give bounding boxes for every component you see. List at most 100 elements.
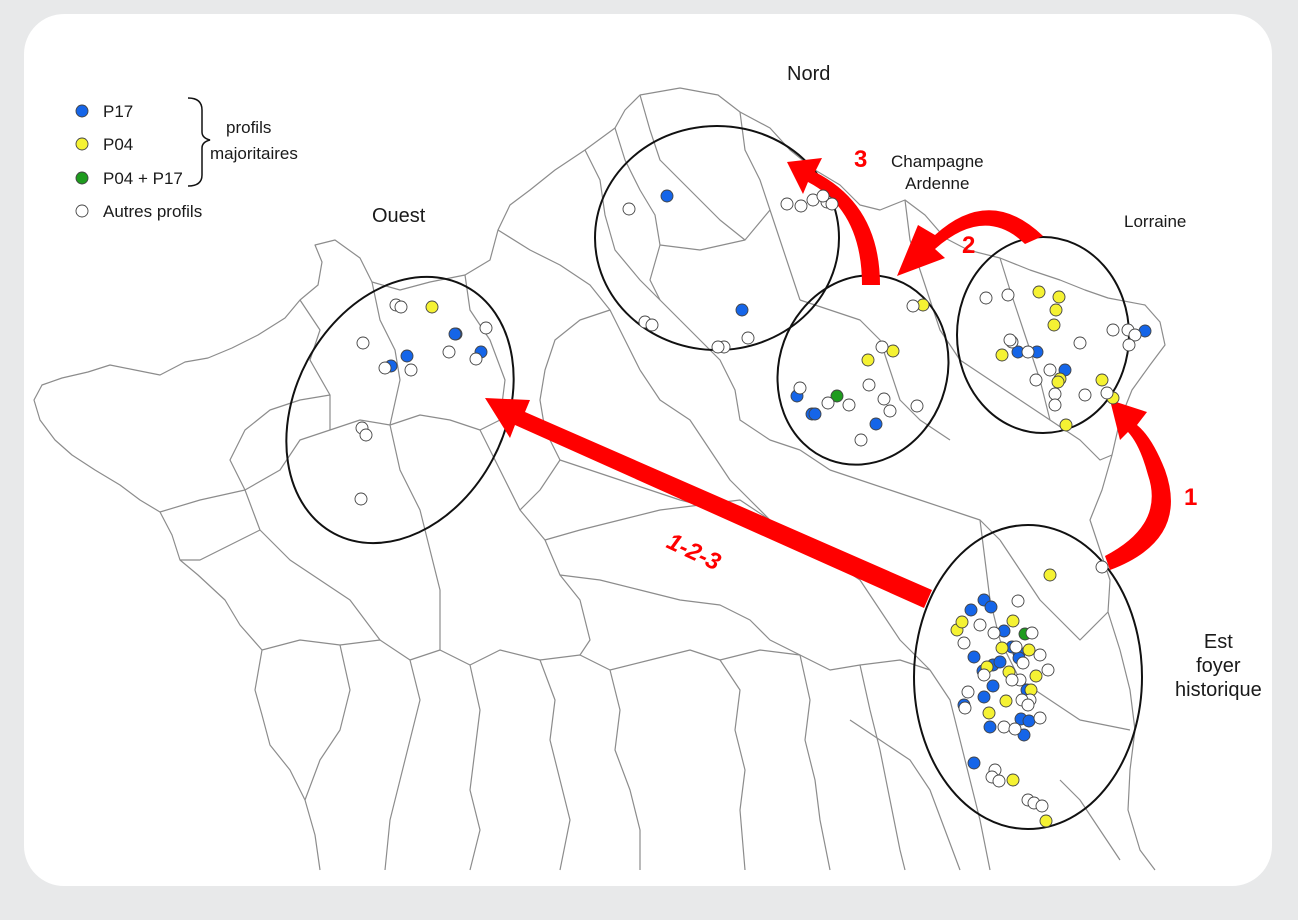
point-est-p17 bbox=[983, 720, 997, 734]
arrow-label-1: 1 bbox=[1184, 484, 1198, 511]
point-champagne-ardenne-p04-p17 bbox=[830, 389, 844, 403]
legend-marker-p17 bbox=[75, 104, 89, 118]
point-lorraine-autres bbox=[1048, 398, 1062, 412]
point-est-autres bbox=[1035, 799, 1049, 813]
arrow-2 bbox=[897, 210, 1043, 276]
point-nord-autres bbox=[816, 189, 830, 203]
point-ouest-autres bbox=[378, 361, 392, 375]
legend-label-autres: Autres profils bbox=[103, 202, 203, 221]
point-nord-p17 bbox=[735, 303, 749, 317]
legend-bracket bbox=[187, 97, 211, 187]
point-champagne-ardenne-autres bbox=[875, 340, 889, 354]
point-est-p04 bbox=[1006, 614, 1020, 628]
point-lorraine-p04 bbox=[1095, 373, 1109, 387]
map-card: P17 P04 P04 + P17 Autres profils profils… bbox=[24, 14, 1272, 886]
point-champagne-ardenne-autres bbox=[842, 398, 856, 412]
arrow-1-2-3 bbox=[485, 398, 932, 608]
arrow-label-2: 2 bbox=[962, 232, 976, 259]
point-champagne-ardenne-p04 bbox=[861, 353, 875, 367]
region-label-nord: Nord bbox=[787, 63, 831, 85]
point-est-p17 bbox=[967, 650, 981, 664]
legend-markers bbox=[75, 104, 89, 218]
point-lorraine-autres bbox=[1003, 333, 1017, 347]
point-champagne-ardenne-autres bbox=[862, 378, 876, 392]
point-nord-autres bbox=[825, 197, 839, 211]
point-est-p04 bbox=[1022, 643, 1036, 657]
legend-bracket-label-1: profils bbox=[226, 118, 272, 137]
legend-marker-p04-p17 bbox=[75, 171, 89, 185]
point-est-autres bbox=[997, 720, 1011, 734]
arrow-1 bbox=[1105, 400, 1171, 570]
point-est-autres bbox=[973, 618, 987, 632]
point-champagne-ardenne-autres bbox=[821, 396, 835, 410]
point-ouest-autres bbox=[469, 352, 483, 366]
circle-champagne bbox=[776, 274, 950, 466]
point-est-autres bbox=[1008, 722, 1022, 736]
point-est-autres bbox=[1025, 626, 1039, 640]
legend-label-p04: P04 bbox=[103, 135, 134, 154]
point-est-autres bbox=[957, 636, 971, 650]
point-est-p04 bbox=[1029, 669, 1043, 683]
region-label-est: Est foyer historique bbox=[1175, 630, 1262, 702]
point-est-autres bbox=[1011, 594, 1025, 608]
point-champagne-ardenne-autres bbox=[877, 392, 891, 406]
point-est-p17 bbox=[1022, 714, 1036, 728]
legend-bracket-label-2: majoritaires bbox=[210, 144, 298, 163]
point-champagne-ardenne-autres bbox=[854, 433, 868, 447]
circle-est bbox=[913, 524, 1143, 830]
point-ouest-autres bbox=[479, 321, 493, 335]
point-est-p17 bbox=[984, 600, 998, 614]
point-est-p04 bbox=[995, 641, 1009, 655]
point-est-p17 bbox=[986, 679, 1000, 693]
point-ouest-p17 bbox=[400, 349, 414, 363]
point-lorraine-p04 bbox=[1052, 290, 1066, 304]
point-lorraine-autres bbox=[1073, 336, 1087, 350]
point-est-autres bbox=[961, 685, 975, 699]
arrow-3 bbox=[787, 158, 880, 285]
point-est-autres bbox=[1033, 711, 1047, 725]
point-est-autres bbox=[1009, 640, 1023, 654]
arrow-label-3: 3 bbox=[854, 146, 868, 173]
point-lorraine-p04 bbox=[1051, 375, 1065, 389]
point-est-autres bbox=[1033, 648, 1047, 662]
point-ouest-p17 bbox=[448, 327, 462, 341]
point-champagne-ardenne-autres bbox=[910, 399, 924, 413]
point-est-autres bbox=[1005, 673, 1019, 687]
point-champagne-ardenne-autres bbox=[793, 381, 807, 395]
point-est-p17 bbox=[964, 603, 978, 617]
point-est-autres bbox=[1016, 656, 1030, 670]
point-est-autres bbox=[992, 774, 1006, 788]
region-label-lorraine: Lorraine bbox=[1124, 212, 1187, 231]
point-lorraine-autres bbox=[979, 291, 993, 305]
point-nord-autres bbox=[780, 197, 794, 211]
france-map bbox=[33, 87, 1171, 871]
point-ouest-autres bbox=[394, 300, 408, 314]
region-label-est-line3: historique bbox=[1175, 679, 1262, 701]
point-est-autres bbox=[1095, 560, 1109, 574]
point-est-p04 bbox=[1043, 568, 1057, 582]
region-label-ouest: Ouest bbox=[372, 205, 426, 227]
point-est-autres bbox=[1021, 698, 1035, 712]
point-ouest-p04 bbox=[425, 300, 439, 314]
point-est-p04 bbox=[982, 706, 996, 720]
point-nord-p17 bbox=[660, 189, 674, 203]
point-lorraine-autres bbox=[1078, 388, 1092, 402]
point-lorraine-p04 bbox=[1032, 285, 1046, 299]
point-lorraine-autres bbox=[1048, 387, 1062, 401]
point-lorraine-autres bbox=[1122, 338, 1136, 352]
legend-marker-autres bbox=[75, 204, 89, 218]
region-label-est-line1: Est bbox=[1203, 631, 1233, 653]
point-lorraine-autres bbox=[1106, 323, 1120, 337]
point-champagne-ardenne-p17 bbox=[869, 417, 883, 431]
point-nord-autres bbox=[645, 318, 659, 332]
point-est-p04 bbox=[999, 694, 1013, 708]
region-label-champagne: Champagne Ardenne bbox=[891, 151, 984, 195]
circle-lorraine bbox=[956, 236, 1130, 434]
point-est-autres bbox=[958, 701, 972, 715]
point-lorraine-autres bbox=[1128, 328, 1142, 342]
legend-label-p17: P17 bbox=[103, 102, 134, 121]
point-nord-autres bbox=[741, 331, 755, 345]
point-champagne-ardenne-autres bbox=[883, 404, 897, 418]
point-est-autres bbox=[977, 668, 991, 682]
point-est-p04 bbox=[1006, 773, 1020, 787]
